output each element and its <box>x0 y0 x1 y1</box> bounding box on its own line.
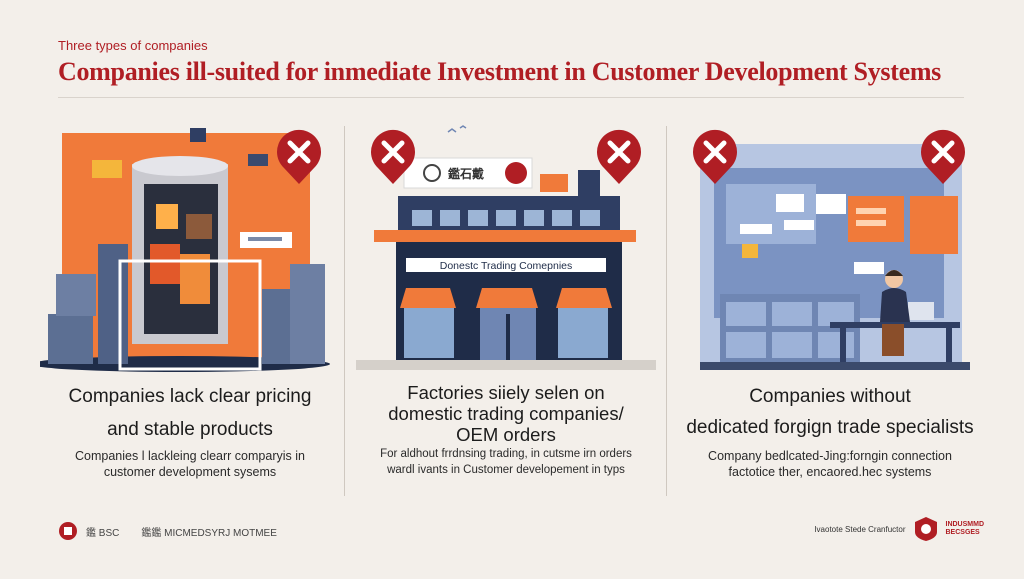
x-badge-icon <box>277 129 321 184</box>
panel-desc-line: Companies l lackleing clearr comparyis i… <box>75 449 305 463</box>
office-illustration <box>700 144 970 370</box>
panel-title-line: Companies without <box>749 386 911 407</box>
x-badge-icon <box>371 129 415 184</box>
panel-title-line: and stable products <box>107 419 273 440</box>
footer-right: Ivaotote Stede Cranfuctor INDUSMMD BECSG… <box>814 516 984 542</box>
footer-logo-line: INDUSMMD <box>945 521 985 528</box>
panel-desc-line: customer development sysems <box>103 465 277 479</box>
panel-desc-line: wardl ivants in Customer developement in… <box>387 464 625 476</box>
warehouse-illustration <box>40 128 330 372</box>
panel-title-line: Factories siiely selen on <box>407 382 605 403</box>
panel-desc-line: factotice ther, encaored.hec systems <box>728 465 932 479</box>
footer-logo-line: BECSGES <box>945 529 980 536</box>
panel-divider-1 <box>344 126 345 496</box>
footer-text: 鑑鑑 MICMEDSYRJ MOTMEE <box>141 527 277 539</box>
panel-title-line: dedicated forgign trade specialists <box>686 417 974 438</box>
page-title: Companies ill-suited for inmediate Inves… <box>58 57 942 86</box>
title-rule <box>58 97 964 98</box>
footer-brand: 鑑 BSC <box>86 527 120 539</box>
x-badge-icon <box>693 129 737 184</box>
brand-mark-icon <box>914 517 937 541</box>
panel-desc-line: Company bedlcated-Jing:forngin connectio… <box>708 449 952 463</box>
sign-top-text: 鑑石戴 <box>448 167 485 181</box>
x-badge-icon <box>921 129 965 184</box>
footer-left: 鑑 BSC 鑑鑑 MICMEDSYRJ MOTMEE <box>58 521 277 541</box>
panel-title-line: Companies lack clear pricing <box>68 386 312 407</box>
eyebrow-label: Three types of companies <box>58 38 208 53</box>
footer-right-text: Ivaotote Stede Cranfuctor <box>814 524 906 534</box>
brand-logo-icon <box>59 522 77 540</box>
storefront-illustration <box>356 125 656 370</box>
store-sign-text: Donestc Trading Comepnies <box>439 260 573 272</box>
panel-divider-2 <box>666 126 667 496</box>
panel-desc-line: For aldhout frrdnsing trading, in cutsme… <box>380 448 632 460</box>
panel-title-line: domestic trading companies/ <box>388 403 624 424</box>
x-badge-icon <box>597 129 641 184</box>
panel-title-line: OEM orders <box>456 424 556 445</box>
